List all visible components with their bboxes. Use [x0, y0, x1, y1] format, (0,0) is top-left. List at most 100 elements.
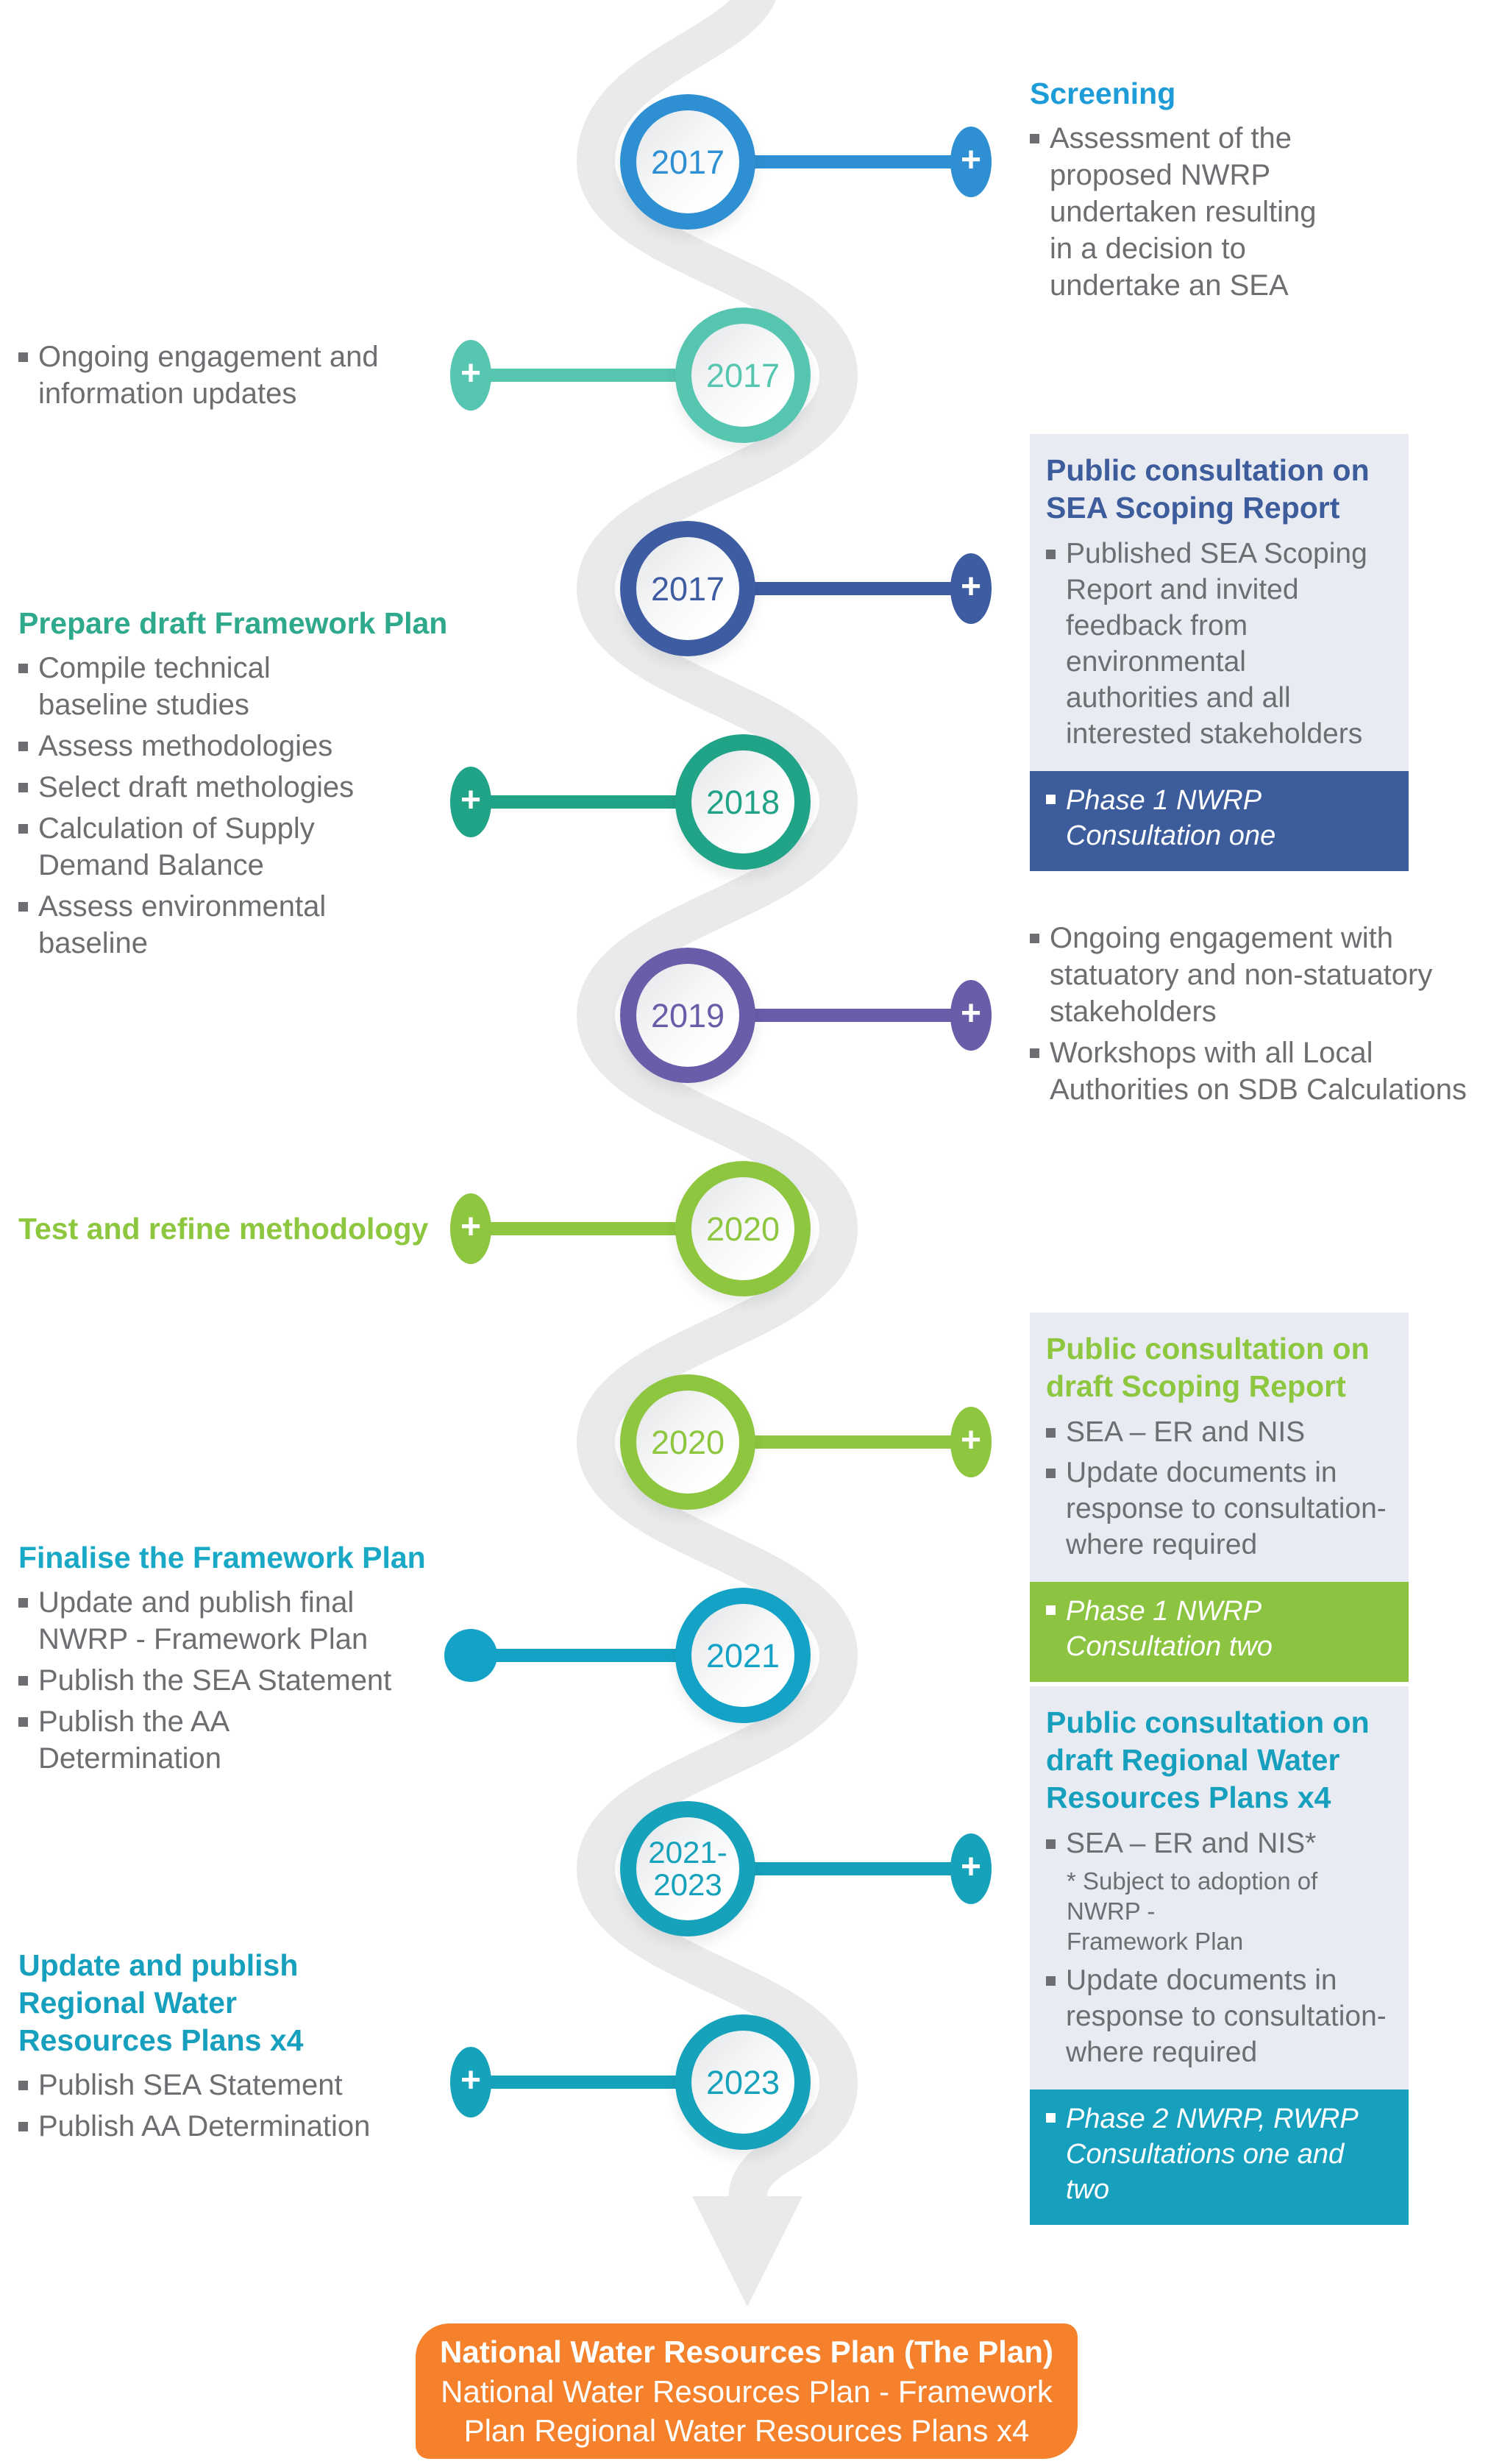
plus-icon: + [960, 141, 982, 180]
connector-3 [688, 582, 971, 595]
plus-cap-4: + [450, 767, 491, 837]
plus-cap-7: + [950, 1407, 992, 1477]
plus-cap-1: + [950, 127, 992, 197]
list-item-text: Update documents in response to consulta… [1066, 1964, 1387, 2068]
year-label: 2021- 2023 [648, 1835, 727, 1902]
timeline-node-10: 2023 [675, 2014, 811, 2150]
banner-title: National Water Resources Plan (The Plan) [440, 2335, 1053, 2369]
banner-subtitle: National Water Resources Plan - Framewor… [441, 2374, 1053, 2448]
list-item: Ongoing engagement with statuatory and n… [1030, 920, 1467, 1030]
plus-icon: + [460, 354, 482, 393]
year-label: 2019 [650, 996, 725, 1034]
test-refine-block: Test and refine methodology [18, 1210, 428, 1248]
connector-5 [688, 1009, 971, 1022]
year-label: 2017 [650, 569, 725, 608]
list-item: Phase 1 NWRP Consultation two [1046, 1594, 1392, 1664]
plus-cap-3: + [950, 553, 992, 624]
bullet-square-icon [1046, 795, 1056, 804]
connector-2 [471, 369, 743, 382]
timeline-node-9: 2021- 2023 [620, 1801, 755, 1936]
bullet-square-icon [18, 902, 28, 912]
panel-heading: Public consultation on SEA Scoping Repor… [1046, 453, 1370, 525]
year-label: 2023 [705, 2063, 780, 2101]
footnote-text: * Subject to adoption of NWRP - Framewor… [1067, 1867, 1318, 1955]
list-item-text: Update documents in response to consulta… [1066, 1457, 1387, 1561]
list-item-text: Ongoing engagement with statuatory and n… [1050, 922, 1433, 1028]
plus-icon: + [960, 994, 982, 1033]
list-item-text: SEA – ER and NIS* [1066, 1828, 1317, 1859]
list-item: Update documents in response to consulta… [1046, 1455, 1392, 1563]
plus-icon: + [960, 1847, 982, 1886]
list-item: Update documents in response to consulta… [1046, 1962, 1392, 2070]
dot-cap-8 [444, 1629, 497, 1682]
screening-heading: Screening [1030, 77, 1176, 110]
bullet-square-icon [1046, 1976, 1056, 1986]
list-item-text: Calculation of Supply Demand Balance [38, 812, 315, 881]
list-item: Calculation of Supply Demand Balance [18, 810, 447, 884]
serpentine-path [576, 0, 858, 2202]
list-item-text: Assess environmental baseline [38, 890, 327, 959]
connector-1 [688, 155, 971, 168]
bullet-square-icon [18, 664, 28, 673]
year-label: 2017 [705, 356, 780, 394]
list-item: Phase 2 NWRP, RWRP Consultations one and… [1046, 2101, 1392, 2207]
footer-text: Phase 1 NWRP Consultation one [1066, 785, 1276, 851]
timeline-node-2: 2017 [675, 308, 811, 443]
list-item: Workshops with all Local Authorities on … [1030, 1034, 1467, 1108]
list-item: Publish AA Determination [18, 2108, 370, 2145]
bullet-square-icon [18, 2081, 28, 2090]
list-item-text: Workshops with all Local Authorities on … [1050, 1037, 1467, 1106]
bullet-square-icon [18, 742, 28, 751]
plus-cap-6: + [450, 1193, 491, 1264]
year-label: 2020 [650, 1423, 725, 1461]
plus-cap-5: + [950, 980, 992, 1051]
down-arrow-icon [692, 2196, 803, 2307]
node-face: 2021- 2023 [636, 1817, 739, 1920]
timeline-node-3: 2017 [620, 521, 755, 656]
list-item-text: Ongoing engagement and information updat… [38, 341, 379, 410]
footer-text: Phase 1 NWRP Consultation two [1066, 1596, 1273, 1662]
panel-body: Public consultation on draft Scoping Rep… [1030, 1313, 1409, 1582]
year-label: 2018 [705, 783, 780, 821]
bullet-square-icon [1046, 550, 1056, 559]
regional-plans-panel: Public consultation on draft Regional Wa… [1030, 1686, 1409, 2225]
update-publish-heading: Update and publish Regional Water Resour… [18, 1948, 304, 2057]
bullet-square-icon [18, 2122, 28, 2131]
timeline-node-8: 2021 [675, 1588, 811, 1723]
plus-icon: + [960, 567, 982, 606]
bullet-square-icon [1046, 1469, 1056, 1478]
timeline-node-5: 2019 [620, 948, 755, 1083]
panel-body: Public consultation on SEA Scoping Repor… [1030, 434, 1409, 771]
bullet-square-icon [18, 783, 28, 792]
connector-4 [471, 795, 743, 809]
list-item: Publish the AA Determination [18, 1703, 426, 1777]
bullet-square-icon [1030, 1048, 1039, 1058]
timeline-node-1: 2017 [620, 94, 755, 230]
list-item: Publish the SEA Statement [18, 1662, 426, 1699]
node-face: 2020 [691, 1177, 794, 1280]
bullet-square-icon [18, 824, 28, 834]
footer-text: Phase 2 NWRP, RWRP Consultations one and… [1066, 2103, 1359, 2205]
bullet-square-icon [18, 1676, 28, 1686]
connector-6 [471, 1222, 743, 1235]
list-item-text: Published SEA Scoping Report and invited… [1066, 538, 1367, 750]
plan-banner: National Water Resources Plan (The Plan)… [416, 2323, 1078, 2459]
list-item: Ongoing engagement and information updat… [18, 338, 379, 412]
list-item: Assess methodologies [18, 728, 447, 764]
bullet-square-icon [1046, 1605, 1056, 1615]
bullet-square-icon [1046, 1839, 1056, 1849]
plus-icon: + [460, 781, 482, 820]
timeline-node-7: 2020 [620, 1374, 755, 1510]
finalise-block: Finalise the Framework Plan Update and p… [18, 1539, 426, 1781]
list-item-text: Publish the AA Determination [38, 1705, 230, 1775]
plus-cap-10: + [450, 2047, 491, 2117]
node-face: 2017 [636, 110, 739, 213]
bullet-square-icon [18, 352, 28, 362]
engagement-2019-block: Ongoing engagement with statuatory and n… [1030, 920, 1467, 1112]
bullet-square-icon [1046, 2113, 1056, 2123]
list-item-text: Update and publish final NWRP - Framewor… [38, 1586, 369, 1655]
screening-block: Screening Assessment of the proposed NWR… [1030, 75, 1316, 308]
panel-footer: Phase 1 NWRP Consultation one [1030, 771, 1409, 871]
list-item-text: Assess methodologies [38, 730, 333, 762]
